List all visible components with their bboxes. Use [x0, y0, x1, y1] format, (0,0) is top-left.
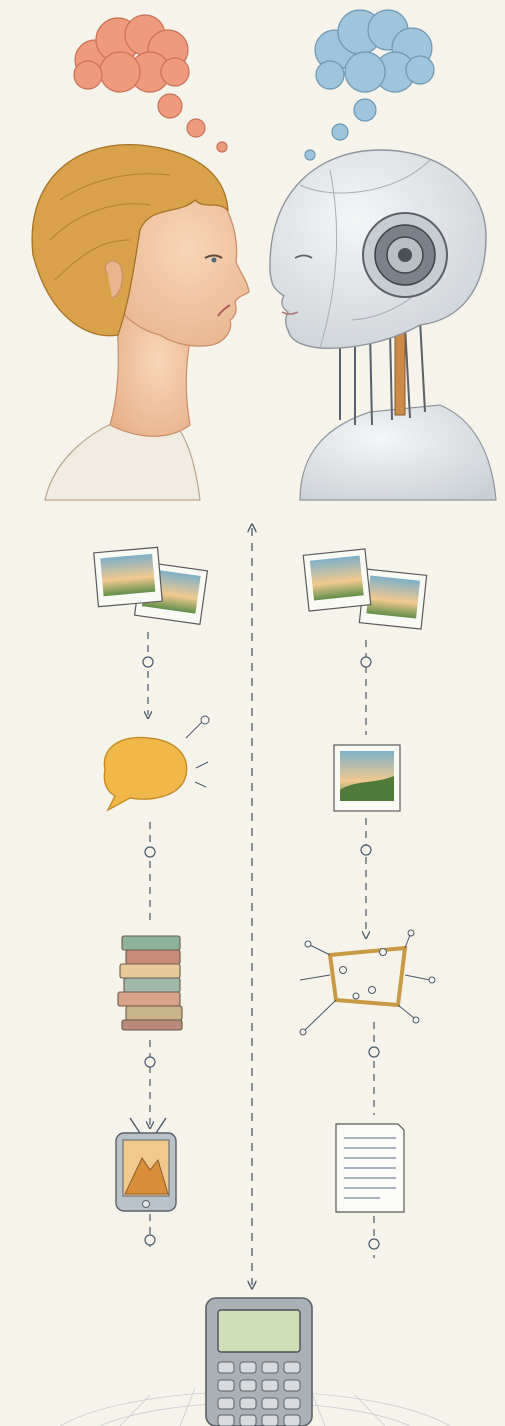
flow-connector	[145, 1214, 155, 1250]
flow-connector	[361, 818, 371, 935]
flow-connector	[145, 822, 155, 925]
tablet-image-icon	[116, 1118, 176, 1211]
machine-flow	[300, 549, 435, 1258]
human-flow	[94, 547, 209, 1250]
flow-connector	[369, 1216, 379, 1258]
flow-connector	[143, 632, 153, 715]
thought-cloud-icon	[74, 15, 227, 152]
flow-connector	[369, 1022, 379, 1115]
flow-connector	[145, 1040, 155, 1125]
speech-bubble-icon	[104, 716, 209, 810]
thought-cloud-icon	[305, 10, 434, 160]
book-stack-icon	[118, 936, 182, 1030]
document-icon	[336, 1124, 404, 1212]
calculator-icon	[206, 1298, 312, 1426]
human-figure	[32, 15, 249, 500]
photos-icon	[94, 547, 208, 624]
flow-connector	[361, 640, 371, 735]
robot-profile-icon	[270, 150, 496, 500]
human-profile-icon	[32, 145, 249, 500]
bounding-box-icon	[300, 930, 435, 1035]
single-photo-icon	[334, 745, 400, 811]
photos-icon	[303, 549, 426, 629]
machine-figure	[270, 10, 496, 500]
